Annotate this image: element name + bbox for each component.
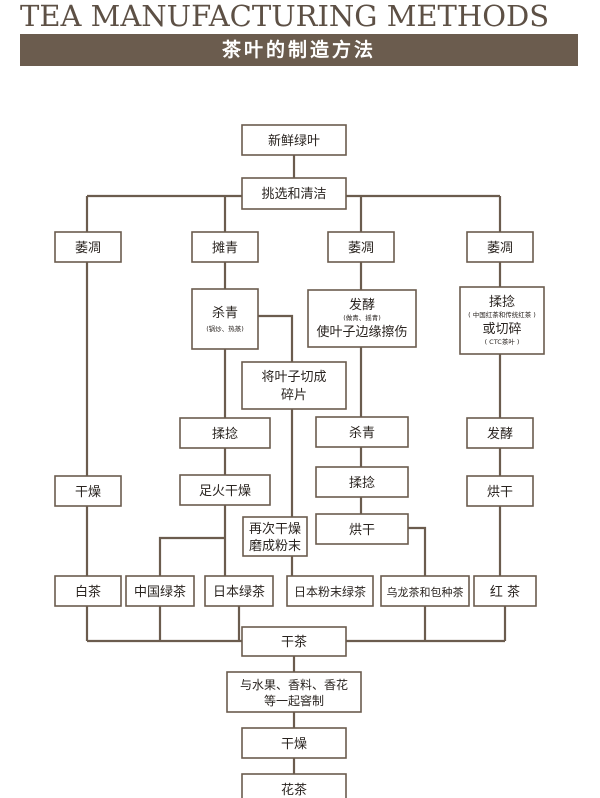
node-dry-white: 干燥 (54, 475, 122, 507)
node-label: 烘干 (487, 485, 513, 500)
node-white-tea: 白茶 (54, 575, 122, 607)
node-wither-oolong: 萎凋 (327, 231, 395, 263)
node-sublabel-2: ( CTC茶叶 ) (485, 337, 520, 346)
node-roll-or-cut: 揉捻 ( 中国红茶和传统红茶 ) 或切碎 ( CTC茶叶 ) (459, 286, 545, 355)
node-label: 烘干 (349, 523, 375, 538)
node-wither-white: 萎凋 (54, 231, 122, 263)
node-label: 萎凋 (487, 241, 513, 256)
node-japanese-green-tea: 日本绿茶 (204, 575, 274, 607)
node-chinese-green-tea: 中国绿茶 (125, 575, 195, 607)
node-label: 萎凋 (75, 241, 101, 256)
node-japanese-powder-green-tea: 日本粉末绿茶 (286, 575, 374, 607)
node-label: 萎凋 (348, 241, 374, 256)
page-title-english: TEA MANUFACTURING METHODS (20, 0, 550, 32)
node-label: 足火干燥 (199, 484, 251, 499)
node-redry-grind: 再次干燥 磨成粉末 (242, 516, 308, 557)
node-label-2: 碎片 (281, 388, 307, 403)
node-label: 日本粉末绿茶 (294, 584, 366, 599)
node-label-2: 或切碎 (482, 322, 521, 337)
node-label: 揉捻 (489, 295, 515, 310)
node-label: 挑选和清洁 (261, 187, 326, 202)
node-label: 干燥 (75, 485, 101, 500)
node-label: 杀青 (212, 306, 238, 321)
node-ferment-bruise: 发酵 (做青、摇青) 使叶子边缘擦伤 (307, 289, 417, 348)
node-label: 发酵 (487, 426, 513, 442)
node-wither-black: 萎凋 (466, 231, 534, 263)
node-label: 与水果、香料、香花 (240, 677, 348, 692)
node-bake-dry-oolong: 烘干 (315, 513, 409, 545)
node-roll-oolong: 揉捻 (315, 466, 409, 498)
node-label: 新鲜绿叶 (268, 133, 320, 149)
node-label: 将叶子切成 (261, 370, 326, 385)
node-dry-tea: 干茶 (241, 626, 347, 657)
node-kill-green-pan-steam: 杀青 (锅炒、热蒸) (191, 288, 259, 350)
node-label: 揉捻 (349, 476, 375, 491)
node-label: 杀青 (349, 426, 375, 441)
node-final-fire-dry: 足火干燥 (179, 474, 271, 506)
node-label: 干燥 (281, 737, 307, 752)
node-scenting: 与水果、香料、香花 等一起窨制 (226, 671, 362, 713)
node-sublabel: ( 中国红茶和传统红茶 ) (468, 310, 536, 319)
node-label: 揉捻 (212, 427, 238, 442)
node-label: 发酵 (349, 297, 375, 313)
node-fresh-leaves: 新鲜绿叶 (241, 124, 347, 156)
node-label-2: 等一起窨制 (264, 693, 324, 708)
node-label: 干茶 (281, 634, 307, 650)
node-label: 花茶 (281, 782, 307, 798)
node-sublabel: (锅炒、热蒸) (206, 324, 244, 333)
node-roll-green: 揉捻 (179, 417, 271, 449)
node-dry-final: 干燥 (241, 727, 347, 759)
node-label: 再次干燥 (249, 521, 301, 537)
node-label: 红 茶 (490, 584, 520, 600)
node-black-tea: 红 茶 (473, 575, 537, 607)
node-flower-tea: 花茶 (241, 773, 347, 798)
node-spread: 摊青 (191, 231, 259, 263)
node-label: 摊青 (212, 241, 238, 256)
node-label-2: 磨成粉末 (249, 539, 301, 554)
node-sort-and-clean: 挑选和清洁 (241, 177, 347, 210)
node-label: 日本绿茶 (213, 584, 265, 600)
node-ferment-black: 发酵 (466, 417, 534, 449)
node-sublabel: (做青、摇青) (343, 313, 381, 322)
node-label: 中国绿茶 (134, 584, 186, 600)
node-kill-green-oolong: 杀青 (315, 416, 409, 448)
title-banner: 茶叶的制造方法 (20, 34, 578, 66)
node-oolong-pouchong: 乌龙茶和包种茶 (380, 575, 470, 607)
node-bake-dry-black: 烘干 (466, 475, 534, 507)
node-cut-leaf-pieces: 将叶子切成 碎片 (241, 361, 347, 410)
node-label: 乌龙茶和包种茶 (387, 585, 464, 599)
node-label-2: 使叶子边缘擦伤 (316, 324, 407, 340)
node-label: 白茶 (75, 584, 101, 600)
page-title-chinese: 茶叶的制造方法 (221, 39, 376, 61)
flow-connectors (85, 155, 507, 774)
